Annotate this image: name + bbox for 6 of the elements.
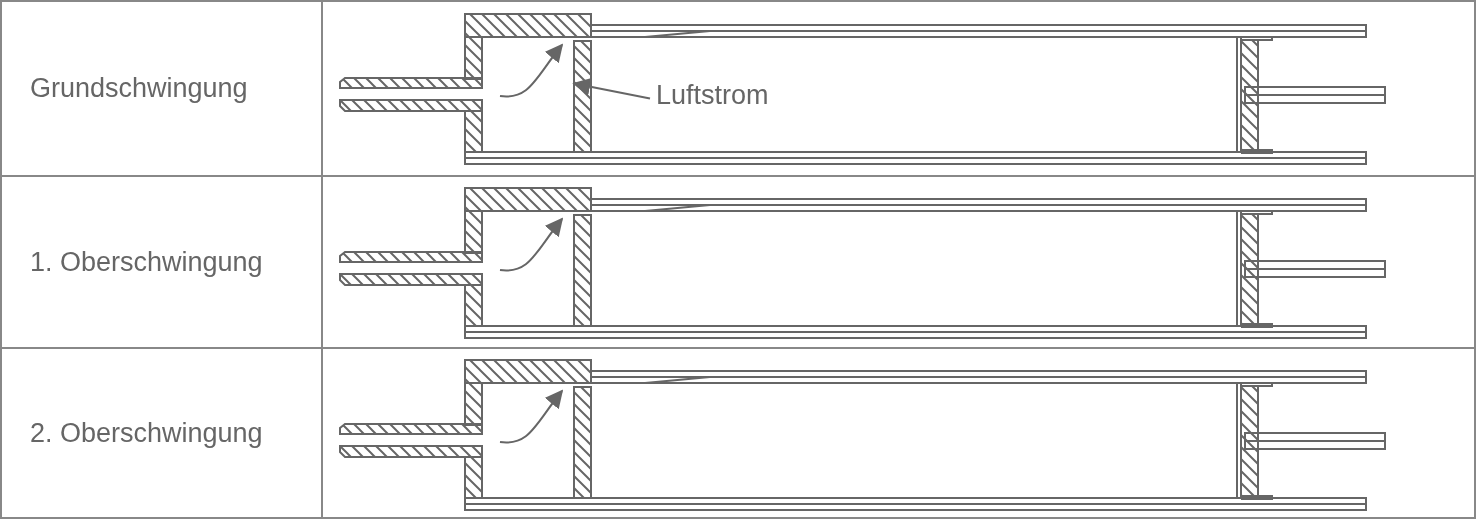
row-label: 2. Oberschwingung [30, 418, 263, 449]
row-label: Grundschwingung [30, 73, 248, 104]
row-label: 1. Oberschwingung [30, 247, 263, 278]
airflow-arrow [499, 43, 564, 98]
callout-label: Luftstrom [656, 80, 769, 111]
leader-line [572, 77, 651, 100]
